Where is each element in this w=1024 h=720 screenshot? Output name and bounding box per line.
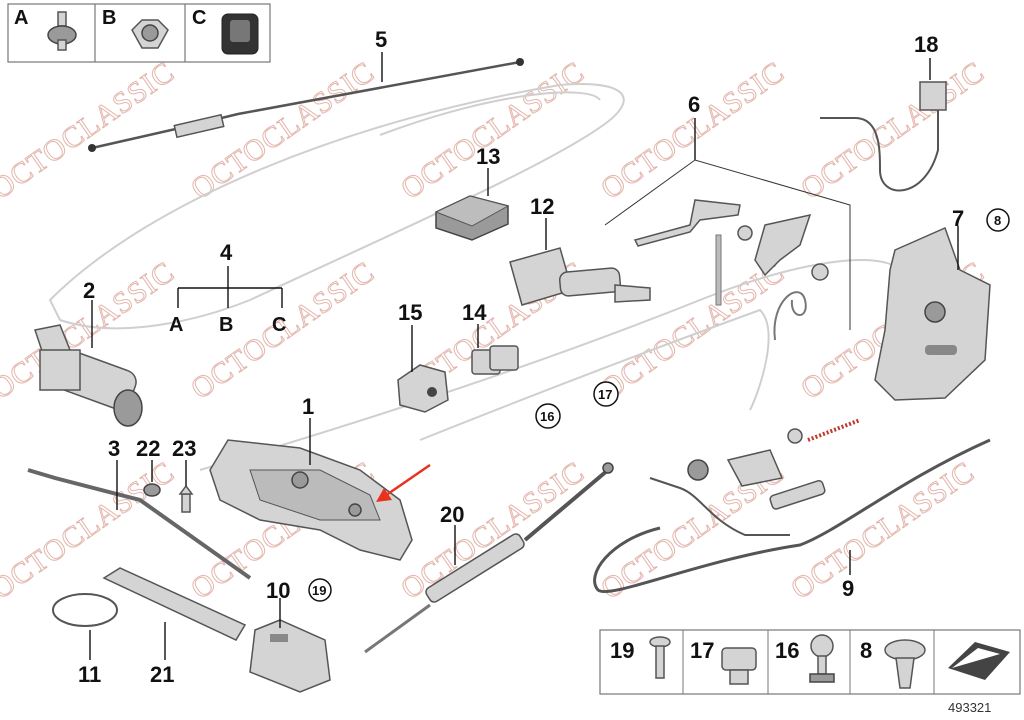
stud-bolt-icon — [47, 11, 77, 51]
latch-bushing — [737, 225, 753, 241]
part-7-latch-bracket: 7 8 — [874, 206, 1010, 401]
circled-ref-8-label: 8 — [994, 213, 1001, 228]
part-number-7: 7 — [952, 206, 964, 231]
roof-panel-outline — [48, 83, 625, 330]
circled-ref-19-label: 19 — [312, 583, 326, 598]
diagram-number: 493321 — [948, 700, 991, 715]
part-3-drive-shaft: 3 — [27, 436, 252, 580]
annotation-arrow-shaft — [381, 463, 431, 500]
part-number-13: 13 — [476, 144, 500, 169]
latch-hook — [754, 213, 812, 277]
part-number-2: 2 — [83, 278, 95, 303]
part-1-lock-mechanism: 1 — [209, 394, 413, 561]
part-number-9: 9 — [842, 576, 854, 601]
watermark-text: OCTOCLASSIC — [395, 455, 590, 606]
part-10-mount-bracket: 10 19 — [249, 578, 332, 693]
watermark-text: OCTOCLASSIC — [595, 55, 790, 206]
part-number-22: 22 — [136, 436, 160, 461]
key-label-b: B — [102, 7, 116, 29]
return-spring — [807, 418, 861, 442]
part-22-bushing: 22 — [136, 436, 161, 497]
part-number-5: 5 — [375, 27, 387, 52]
roof-front-outline — [379, 91, 601, 136]
cable-branch — [649, 477, 790, 536]
part-2-drive-motor: 2 — [34, 278, 143, 427]
annotation-arrow-head — [376, 488, 392, 502]
cable-sleeve — [173, 113, 225, 139]
latch-pin — [715, 234, 722, 306]
cable-screw — [787, 428, 803, 444]
expanding-rivet-icon — [721, 647, 757, 685]
group-item-c: C — [272, 314, 286, 336]
part-23-screw: 23 — [172, 436, 196, 513]
watermark-text: OCTOCLASSIC — [795, 55, 990, 206]
key-label-a: A — [14, 7, 28, 29]
part-6-latch-group: 6 — [604, 92, 851, 341]
latch-lever — [633, 199, 741, 247]
circled-ref-19 — [308, 578, 332, 602]
part-14-pads: 14 — [462, 300, 519, 375]
part-13-pad: 13 — [434, 144, 510, 241]
part-21-guide-strip: 21 — [102, 567, 247, 687]
watermark-text: OCTOCLASSIC — [785, 455, 980, 606]
part-18-wiring-harness: 18 — [820, 32, 947, 192]
part-number-4: 4 — [220, 240, 233, 265]
watermark-text: OCTOCLASSIC — [0, 55, 181, 206]
legend-label-8: 8 — [860, 638, 872, 663]
circled-refs-16-17: 16 17 — [535, 381, 619, 429]
part-number-1: 1 — [302, 394, 314, 419]
part-number-14: 14 — [462, 300, 487, 325]
part-20-gas-strut: 20 — [364, 462, 614, 654]
part-number-18: 18 — [914, 32, 938, 57]
latch-nut — [811, 263, 829, 281]
fastener-key-box: A B C — [7, 3, 271, 63]
ball-stud-icon — [809, 634, 835, 683]
circled-ref-16-label: 16 — [540, 409, 554, 424]
push-clip-icon — [884, 639, 926, 689]
group-item-b: B — [219, 314, 233, 336]
rubber-grommet-icon — [221, 13, 259, 55]
watermark-text: OCTOCLASSIC — [185, 55, 380, 206]
legend-label-16: 16 — [775, 638, 799, 663]
part-number-21: 21 — [150, 662, 174, 687]
part-12-microswitch: 12 — [509, 194, 651, 306]
fastener-legend-strip: 19 17 16 8 493321 — [599, 629, 1021, 715]
part-number-15: 15 — [398, 300, 422, 325]
part-4-group-bracket: 4 A B C — [169, 240, 286, 336]
cable-end — [88, 144, 96, 152]
cable-grommet — [687, 459, 709, 481]
part-number-23: 23 — [172, 436, 196, 461]
part-number-11: 11 — [78, 662, 101, 687]
part-number-12: 12 — [530, 194, 554, 219]
circled-ref-17-label: 17 — [598, 387, 612, 402]
cable-clip — [726, 449, 784, 487]
diagram-arrow-icon — [948, 642, 1010, 680]
part-number-20: 20 — [440, 502, 464, 527]
legend-label-19: 19 — [610, 638, 634, 663]
part-number-6: 6 — [688, 92, 700, 117]
part-number-3: 3 — [108, 436, 120, 461]
cable-slider — [769, 479, 826, 510]
key-label-c: C — [192, 7, 206, 29]
part-15-clip: 15 — [397, 300, 449, 413]
annotation-arrow — [376, 463, 431, 502]
watermark-text: OCTOCLASSIC — [395, 55, 590, 206]
screw-icon — [649, 636, 671, 679]
cable-loop — [593, 438, 991, 594]
group-outline — [604, 159, 851, 330]
latch-spring — [773, 291, 807, 341]
part-11-retaining-ring: 11 — [52, 593, 118, 687]
part-9-release-cable: 9 — [593, 418, 991, 601]
legend-label-17: 17 — [690, 638, 714, 663]
roof-rear-outline — [419, 308, 770, 441]
part-5-bowden-cable: 5 — [88, 27, 524, 152]
group-item-a: A — [169, 314, 183, 336]
circled-ref-8 — [986, 208, 1010, 232]
cable-end — [516, 58, 524, 66]
part-number-10: 10 — [266, 578, 290, 603]
hex-nut-icon — [131, 19, 169, 49]
